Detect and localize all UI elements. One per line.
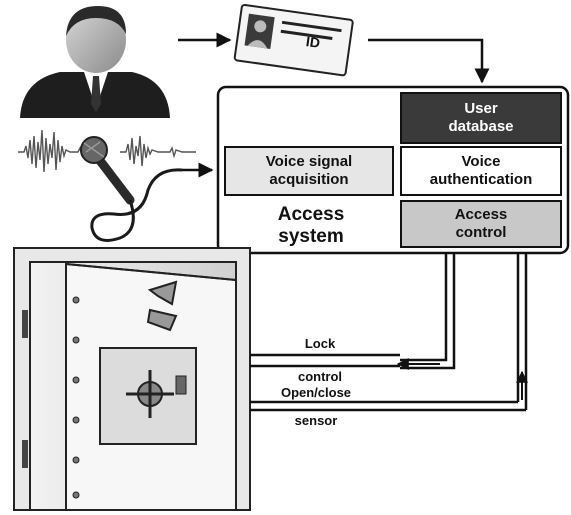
- voice-authentication-box: Voice authentication: [400, 146, 562, 196]
- user-database-label: User database: [448, 100, 514, 135]
- id-card-icon: [233, 3, 354, 77]
- id-to-system-arrow: [368, 38, 490, 84]
- access-control-label: Access control: [454, 206, 508, 241]
- voice-signal-acquisition-label: Voice signal acquisition: [265, 153, 353, 188]
- lock-control-label-line2: control: [297, 369, 343, 384]
- voice-waveform-icon: [18, 129, 196, 173]
- voice-authentication-label: Voice authentication: [429, 153, 533, 188]
- user-icon: [20, 6, 170, 118]
- lock-control-label-line1: Lock: [304, 336, 336, 351]
- access-system-title: Access system: [236, 204, 386, 248]
- user-database-box: User database: [400, 92, 562, 144]
- open-close-sensor-line: [250, 253, 528, 412]
- vault-door-icon: [13, 247, 251, 511]
- sensor-label-line2: sensor: [294, 413, 338, 428]
- voice-signal-acquisition-box: Voice signal acquisition: [224, 146, 394, 196]
- access-control-box: Access control: [400, 200, 562, 248]
- access-system-title-line2: system: [278, 225, 344, 247]
- id-card-text: ID: [304, 33, 322, 51]
- access-system-title-line1: Access: [277, 204, 345, 225]
- microphone-icon: [80, 136, 183, 242]
- sensor-label-line1: Open/close: [280, 385, 352, 400]
- lock-control-line: [250, 253, 456, 370]
